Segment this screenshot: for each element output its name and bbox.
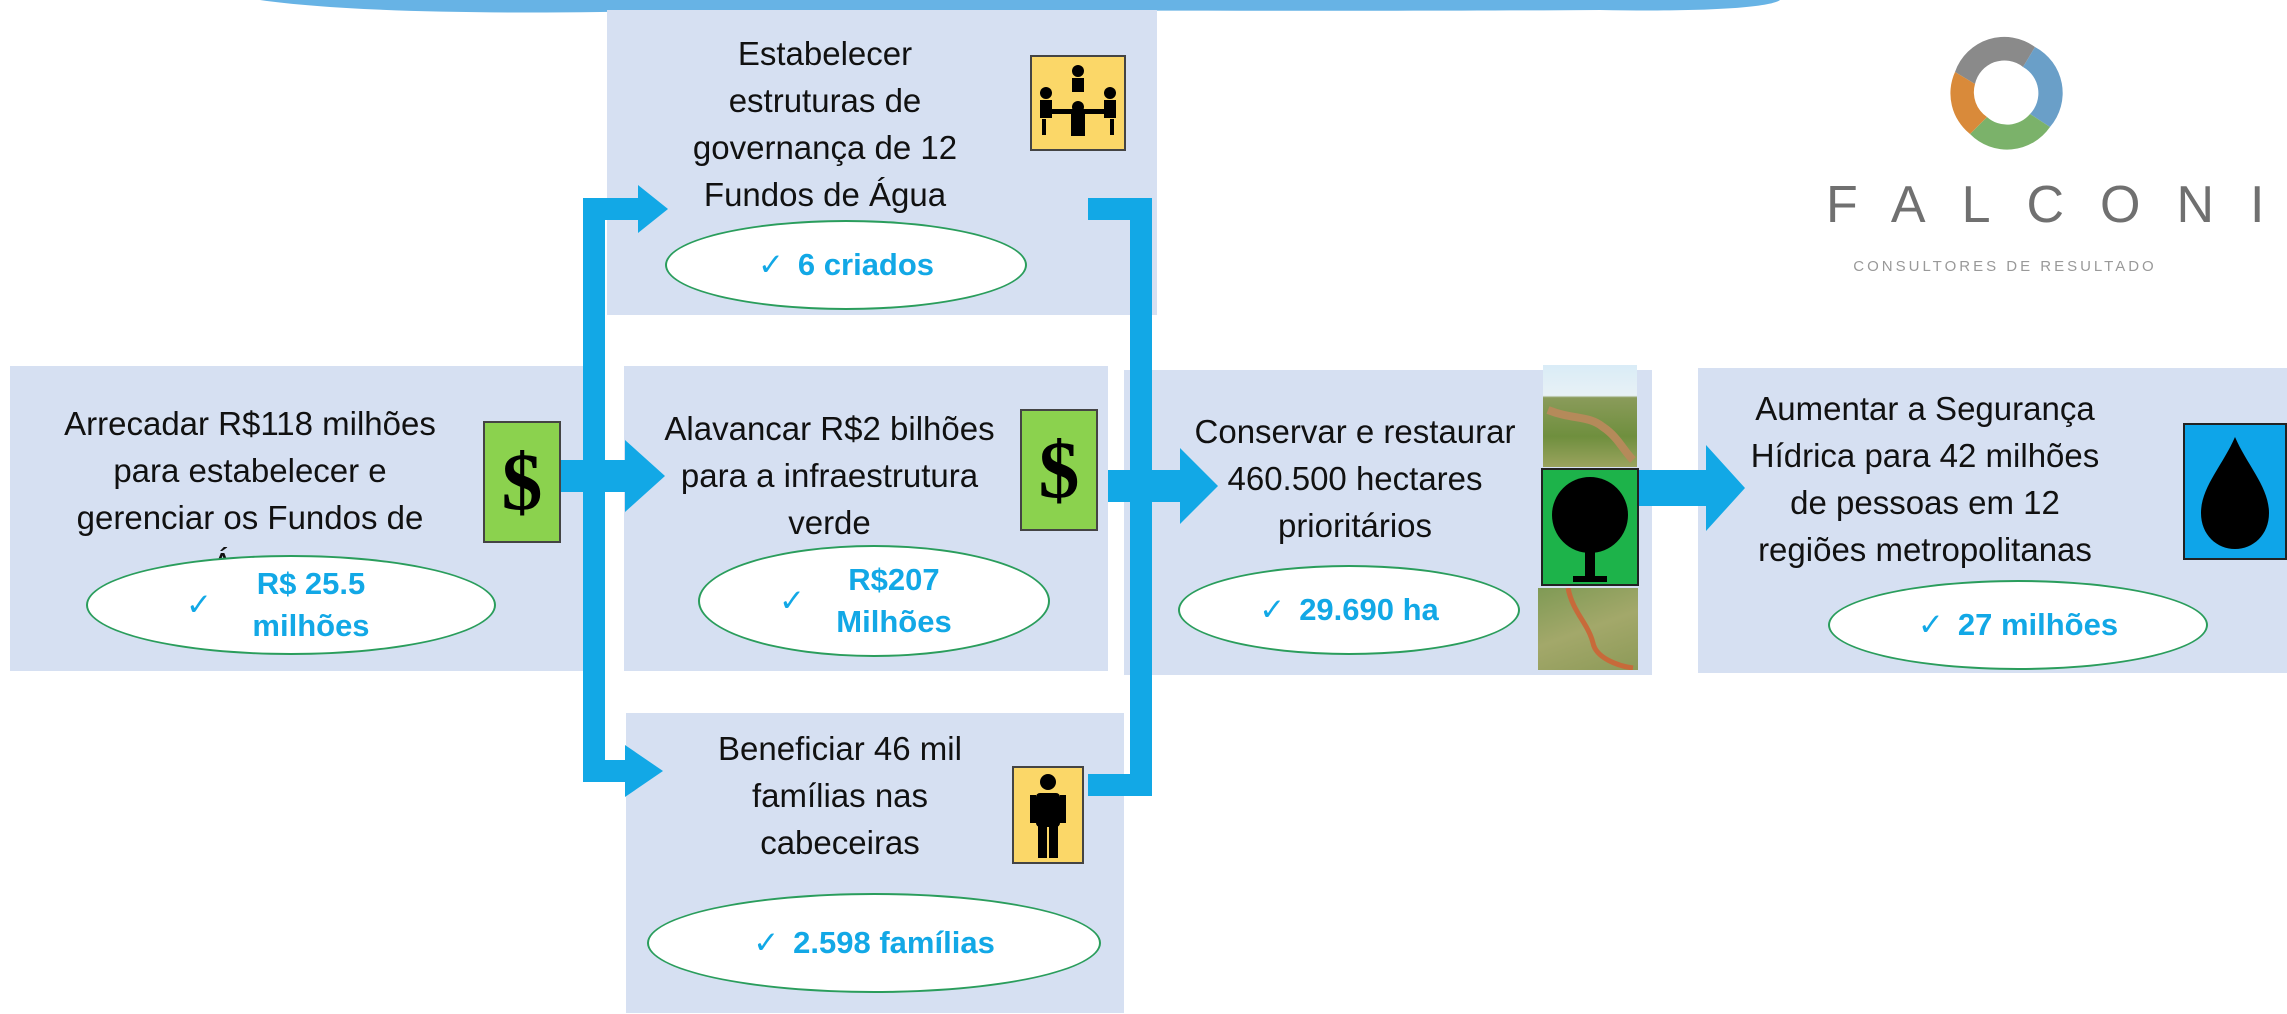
node-label-aumentar: Aumentar a Segurança Hídrica para 42 mil… bbox=[1750, 390, 2100, 568]
check-icon: ✓ bbox=[1917, 607, 1944, 642]
node-label-governanca: Estabelecer estruturas de governança de … bbox=[692, 35, 958, 213]
falconi-logo: FALCONI CONSULTORES DE RESULTADO bbox=[1790, 20, 2287, 290]
node-label-conservar: Conservar e restaurar 460.500 hectares p… bbox=[1194, 413, 1516, 544]
node-label-arrecadar: Arrecadar R$118 milhões para estabelecer… bbox=[64, 405, 436, 565]
check-icon: ✓ bbox=[779, 583, 805, 618]
result-ellipse-arrecadar: ✓ R$ 25.5 milhões bbox=[86, 555, 496, 655]
check-icon: ✓ bbox=[757, 247, 784, 282]
check-icon: ✓ bbox=[753, 925, 780, 960]
dollar-icon: $ bbox=[483, 421, 561, 543]
result-value-beneficiar: 2.598 famílias bbox=[793, 925, 995, 960]
tree-icon bbox=[1541, 468, 1639, 586]
result-value-arrecadar: R$ 25.5 milhões bbox=[252, 566, 370, 643]
logo-tagline: CONSULTORES DE RESULTADO bbox=[1853, 258, 2157, 275]
water-drop-icon bbox=[2183, 423, 2287, 560]
logo-name: FALCONI bbox=[1826, 176, 2287, 234]
result-ellipse-aumentar: ✓ 27 milhões bbox=[1828, 580, 2208, 670]
result-ellipse-governanca: ✓ 6 criados bbox=[665, 220, 1027, 310]
check-icon: ✓ bbox=[186, 587, 212, 622]
meeting-icon bbox=[1030, 55, 1126, 151]
result-ellipse-alavancar: ✓ R$207 Milhões bbox=[698, 545, 1050, 657]
landscape-photo-icon bbox=[1543, 365, 1637, 467]
logo-mark-icon bbox=[1950, 36, 2063, 150]
node-label-beneficiar: Beneficiar 46 mil famílias nas cabeceira… bbox=[718, 730, 962, 861]
check-icon: ✓ bbox=[1259, 592, 1286, 627]
result-value-alavancar: R$207 Milhões bbox=[836, 562, 952, 639]
deforested-photo-icon bbox=[1538, 588, 1638, 670]
result-ellipse-beneficiar: ✓ 2.598 famílias bbox=[647, 893, 1101, 993]
person-icon bbox=[1012, 766, 1084, 864]
node-label-alavancar: Alavancar R$2 bilhões para a infraestrut… bbox=[664, 410, 995, 541]
result-ellipse-conservar: ✓ 29.690 ha bbox=[1178, 565, 1520, 655]
result-value-conservar: 29.690 ha bbox=[1299, 592, 1439, 627]
result-value-aumentar: 27 milhões bbox=[1957, 607, 2119, 642]
dollar-icon: $ bbox=[1020, 409, 1098, 531]
result-value-governanca: 6 criados bbox=[797, 247, 935, 282]
